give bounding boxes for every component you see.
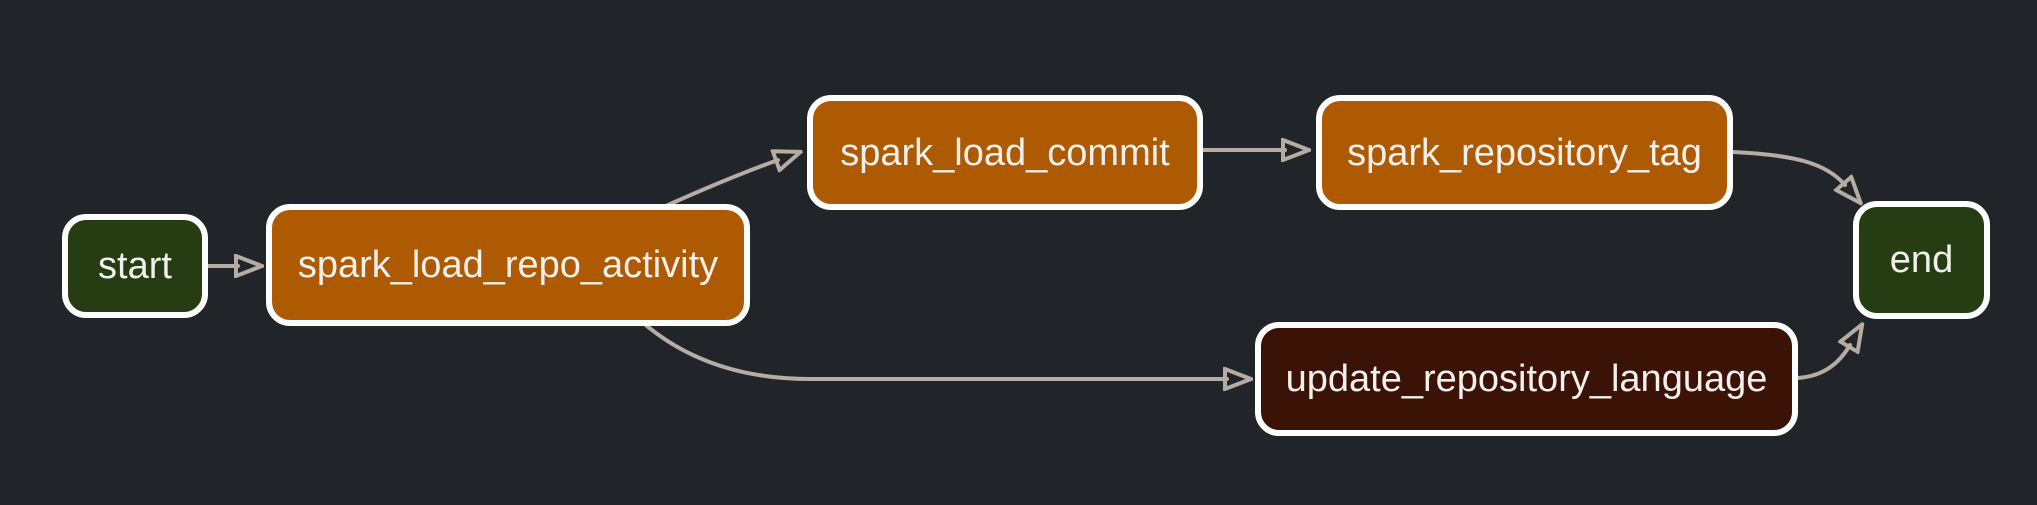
- node-spark_load_commit[interactable]: spark_load_commit: [807, 95, 1203, 210]
- node-update_repository_language-label: update_repository_language: [1285, 358, 1768, 400]
- node-spark_load_repo_activity-label: spark_load_repo_activity: [297, 244, 719, 286]
- node-spark_load_commit-label: spark_load_commit: [840, 131, 1170, 174]
- node-end-label: end: [1889, 239, 1954, 281]
- edge-update_repository_language-to-end: [1796, 345, 1850, 380]
- node-spark_load_repo_activity[interactable]: spark_load_repo_activity: [266, 204, 750, 326]
- node-update_repository_language[interactable]: update_repository_language: [1255, 322, 1798, 436]
- node-spark_repository_tag[interactable]: spark_repository_tag: [1316, 95, 1733, 210]
- edge-spark_repository_tag-to-end: [1731, 150, 1845, 185]
- node-start-label: start: [98, 245, 172, 287]
- node-end[interactable]: end: [1853, 201, 1990, 319]
- node-spark_repository_tag-label: spark_repository_tag: [1347, 131, 1702, 174]
- node-start[interactable]: start: [62, 214, 208, 318]
